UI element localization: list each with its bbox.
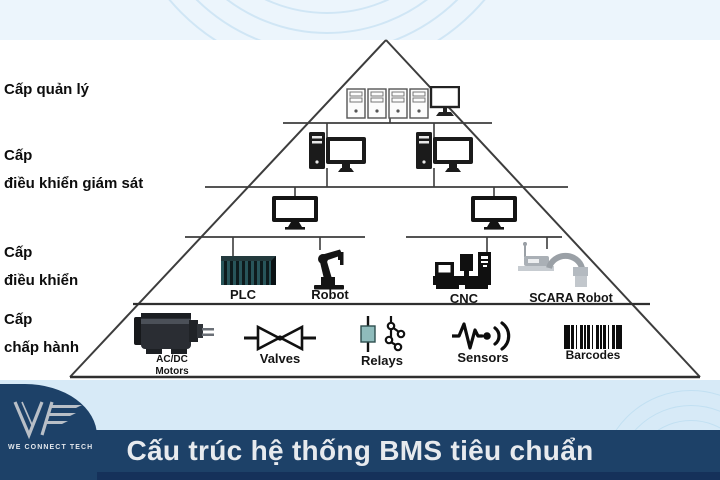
workstation-icon — [309, 132, 367, 179]
server-rack-icon — [346, 85, 461, 125]
robot-label: Robot — [311, 287, 349, 302]
plc-icon — [221, 256, 276, 285]
bottom-strip — [0, 472, 720, 480]
motors-label-line2: Motors — [155, 365, 189, 377]
motors-label: AC/DC Motors — [146, 354, 198, 377]
barcodes-label: Barcodes — [565, 348, 621, 362]
robot-arm-icon — [309, 246, 351, 295]
page-title: Cấu trúc hệ thống BMS tiêu chuẩn — [126, 435, 594, 466]
top-decor-strip — [0, 0, 720, 40]
relay-icon — [358, 316, 406, 359]
level-label-control-1: Cấp — [4, 244, 33, 261]
relays-label: Relays — [361, 353, 403, 368]
vf-logo-mark — [13, 401, 82, 440]
motor-icon — [134, 310, 214, 361]
cnc-machine-icon — [433, 252, 497, 297]
scara-robot-icon — [518, 242, 590, 295]
cnc-label: CNC — [449, 291, 479, 306]
barcode-icon — [564, 325, 622, 349]
sensor-icon — [450, 320, 514, 357]
sensors-label: Sensors — [457, 350, 509, 365]
level-label-management: Cấp quản lý — [4, 81, 90, 98]
monitor-icon — [272, 196, 318, 235]
motors-label-line1: AC/DC — [156, 354, 188, 365]
decor-arc — [600, 390, 720, 430]
level-label-field-2: chấp hành — [4, 339, 80, 356]
decor-arc — [120, 0, 534, 40]
valves-label: Valves — [259, 351, 301, 366]
plc-label: PLC — [230, 287, 256, 302]
scara-robot-label: SCARA Robot — [529, 291, 613, 305]
level-label-control-2: điều khiển — [4, 272, 79, 289]
logo-container: WE CONNECT TECH — [0, 384, 97, 480]
logo-tagline: WE CONNECT TECH — [8, 444, 94, 451]
monitor-icon — [471, 196, 517, 235]
level-label-supervisory-2: điều khiển giám sát — [4, 175, 144, 192]
pre-banner-decor-strip — [0, 380, 720, 430]
title-banner: Cấu trúc hệ thống BMS tiêu chuẩn — [0, 430, 720, 472]
workstation-icon — [416, 132, 474, 179]
level-label-field-1: Cấp — [4, 311, 33, 328]
valve-icon — [244, 324, 316, 357]
level-label-supervisory-1: Cấp — [4, 147, 33, 164]
